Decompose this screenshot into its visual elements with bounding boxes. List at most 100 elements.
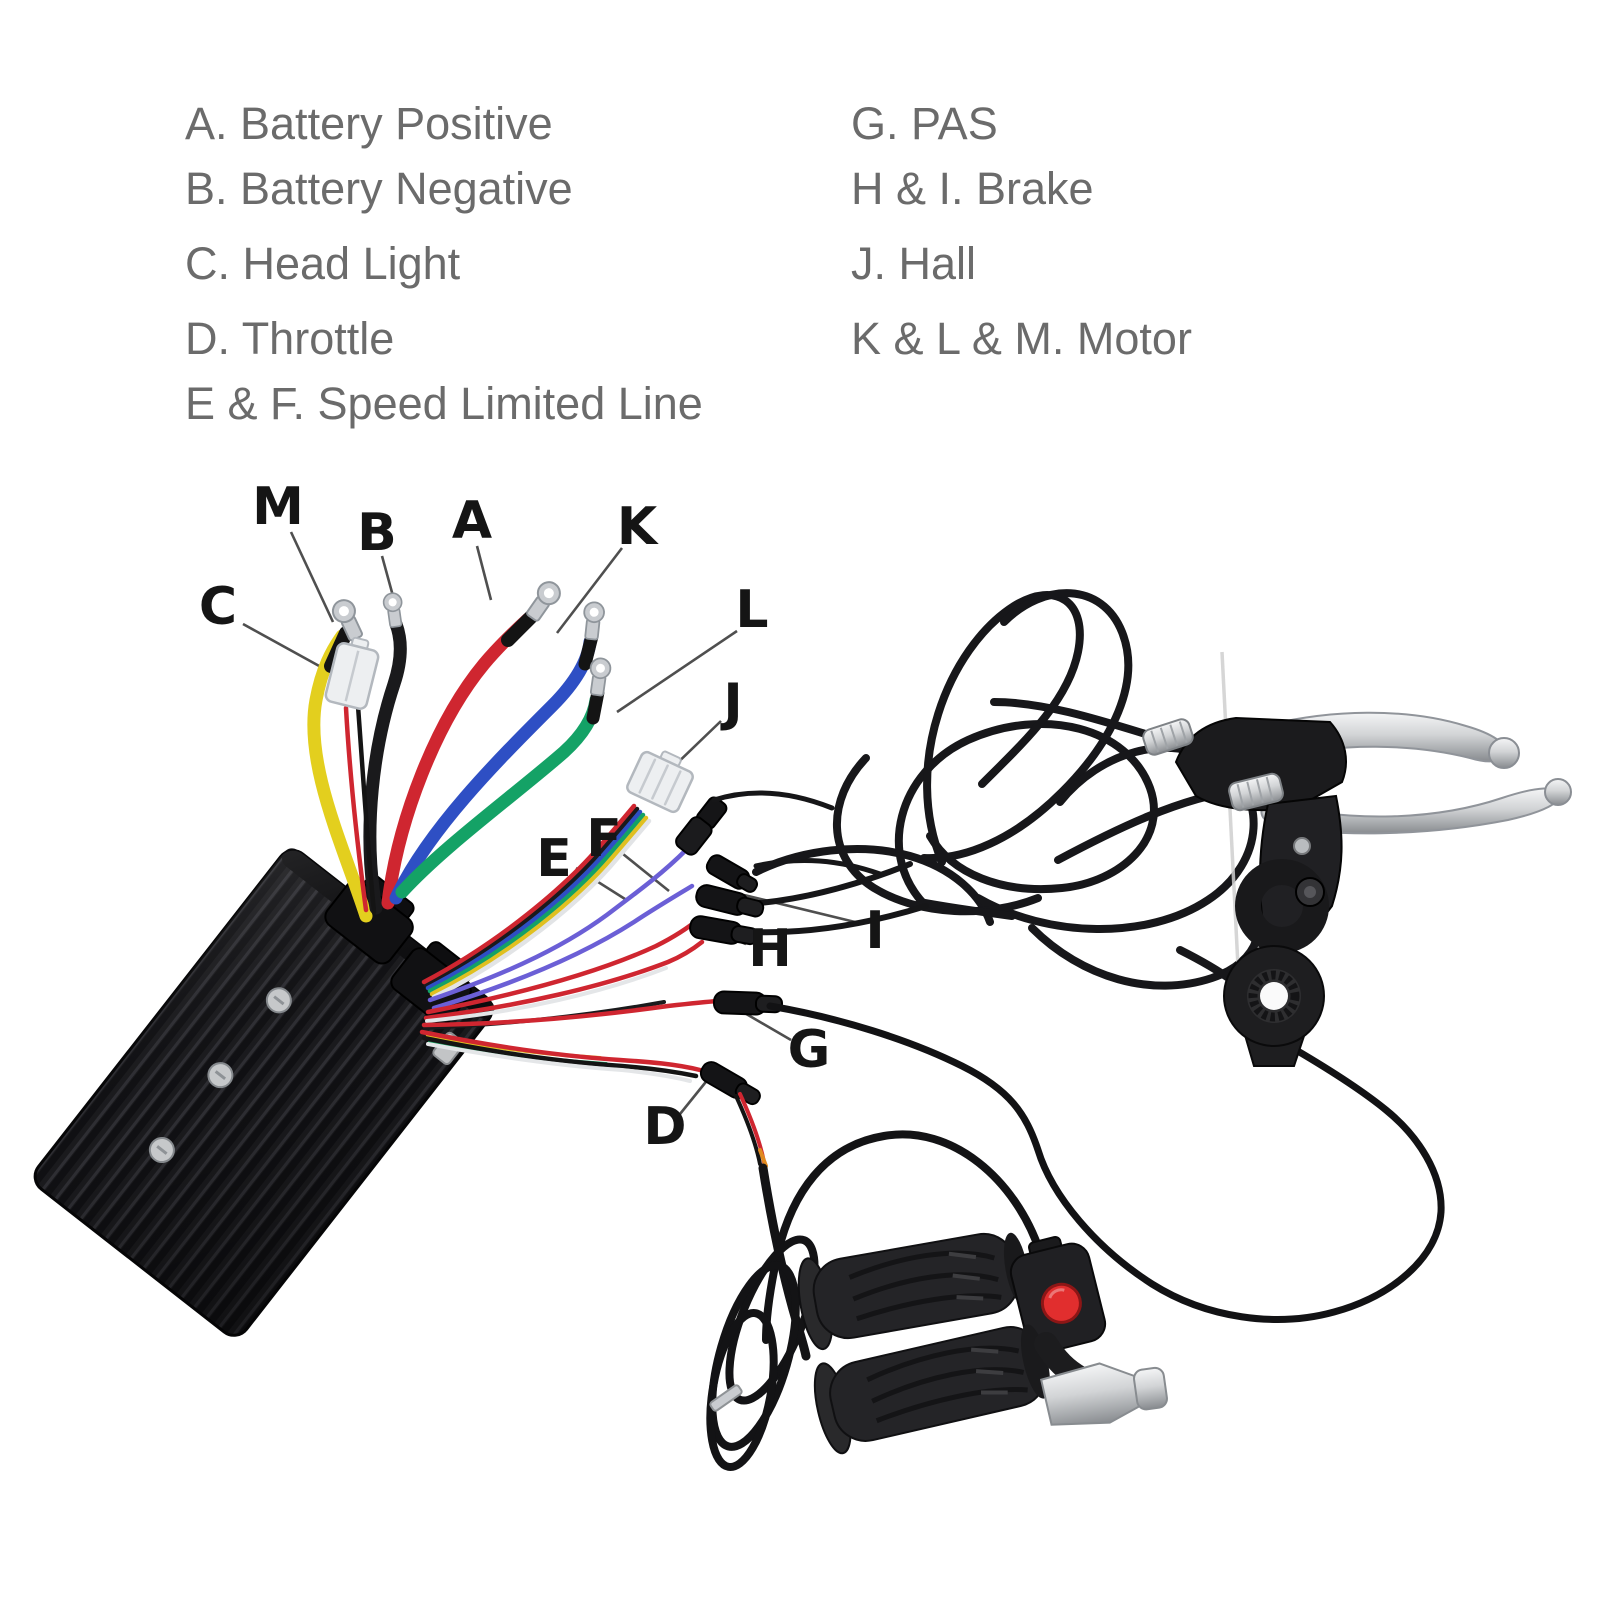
wire-label-b: B: [357, 503, 397, 563]
leader-line-i: [743, 893, 856, 924]
wire-g-red: [421, 998, 721, 1028]
throttle-cabling: [706, 1092, 1044, 1471]
wire-label-m: M: [252, 477, 304, 537]
legend-item-battery-positive: A. Battery Positive: [185, 98, 553, 149]
legend-item-pas: G. PAS: [851, 98, 998, 149]
legend-item-head-light: C. Head Light: [185, 238, 461, 289]
throttle-tail-black: [734, 1094, 762, 1166]
headlight-wire-black: [355, 703, 377, 915]
grip-grooves: [866, 1345, 1028, 1424]
head-light-connector-c: [324, 636, 380, 915]
wire-label-h: H: [748, 919, 792, 979]
wire-d-black: [421, 1035, 699, 1079]
brake-cable-tangle: [749, 589, 1266, 1014]
throttle-grip-lower: [813, 1324, 1050, 1455]
headlight-wire-red: [343, 705, 369, 913]
legend-item-battery-negative: B. Battery Negative: [185, 163, 573, 214]
pas-sensor-teeth: [1248, 970, 1300, 1022]
wire-label-e: E: [536, 829, 572, 889]
pas-cable: [766, 1002, 1445, 1323]
brake-wire-from-h: [749, 903, 929, 936]
brake-cable-loop: [894, 719, 1158, 910]
leader-line-a: [475, 545, 493, 601]
wire-a-heatshrink: [501, 607, 541, 647]
ring-terminal-b: [381, 591, 406, 629]
wire-label-a: A: [452, 491, 492, 551]
wire-label-k: K: [617, 497, 659, 557]
feed-wires: [419, 915, 721, 1083]
leader-line-l: [616, 629, 738, 714]
grip-chevrons: [970, 1347, 1008, 1395]
brake-cable-loop: [920, 589, 1133, 863]
brake-lever-assembly: [1142, 711, 1572, 953]
speed-limit-wires: [427, 790, 883, 1011]
throttle-tail-orange: [758, 1148, 768, 1168]
lever-ball-end-upper: [1488, 737, 1520, 769]
controller-shading: [35, 850, 492, 1336]
throttle-red-button: [1040, 1282, 1082, 1324]
grip-grooves: [848, 1250, 1002, 1322]
leader-line-c: [242, 622, 322, 669]
wire-k-heatshrink: [578, 629, 599, 671]
throttle-arc-cable: [762, 1130, 1044, 1344]
button-highlight: [1048, 1288, 1065, 1299]
wire-label-f: F: [586, 809, 622, 869]
throttle-switch-housing: [1009, 1235, 1107, 1354]
motor-controller-box: [33, 848, 495, 1337]
hall-wire-green: [427, 812, 646, 994]
pas-sensor-hole: [1260, 982, 1288, 1010]
hall-wire-black: [423, 806, 640, 988]
leader-line-k: [555, 547, 624, 634]
leader-line-d: [678, 1077, 711, 1115]
brake-wire-from-i: [757, 861, 913, 906]
handlebar-clamp-ring: [1235, 859, 1329, 953]
lever-ball-end-lower: [1544, 778, 1572, 806]
connector-pins: [638, 758, 682, 806]
leader-line-f: [617, 848, 670, 893]
wire-f-violet: [431, 883, 695, 1011]
brake-cable-branch: [916, 898, 1016, 920]
throttle-cable-coil: [706, 1235, 819, 1471]
legend-item-motor: K & L & M. Motor: [851, 313, 1192, 364]
legend-item-throttle: D. Throttle: [185, 313, 395, 364]
hall-wire-red: [421, 803, 637, 985]
legend-item-speed-limited-line: E & F. Speed Limited Line: [185, 378, 703, 429]
throttle-assembly: [797, 1232, 1168, 1455]
screw-slots: [156, 995, 285, 1155]
throttle-sheath: [758, 1163, 811, 1361]
barrel-adjuster-2: [1228, 772, 1284, 812]
speed-limit-connector-f: [705, 854, 759, 893]
hall-wire-white: [431, 818, 652, 1000]
clamp-bolt-socket: [1304, 886, 1316, 898]
wire-d-red: [419, 1029, 703, 1073]
coil-connector-tip: [709, 1384, 743, 1412]
wire-label-j: J: [720, 673, 742, 733]
wire-label-d: D: [643, 1097, 686, 1157]
wire-label-l: L: [735, 580, 768, 640]
wire-l-heatshrink: [586, 685, 605, 725]
pas-sensor: [1223, 945, 1325, 1067]
brake-lever-bracket: [1174, 716, 1347, 812]
wire-d-white: [426, 1042, 692, 1083]
wire-label-g: G: [788, 1020, 831, 1080]
inline-connectors: [687, 882, 784, 1110]
wire-label-c: C: [199, 577, 237, 637]
hall-connector-j: [626, 750, 694, 814]
legend-item-brake: H & I. Brake: [851, 163, 1094, 214]
controller-screws: [148, 987, 292, 1164]
wire-i-red: [425, 915, 703, 1015]
wire-label-i: I: [865, 901, 884, 961]
pivot-bolt: [1293, 837, 1311, 855]
leader-line-m: [289, 531, 335, 623]
wire-h-red: [423, 939, 705, 1021]
wire-e-violet: [427, 847, 689, 1003]
barrel-adjuster-1: [1142, 718, 1194, 756]
cable-tie: [1220, 651, 1242, 1007]
hall-wire-blue: [425, 809, 643, 991]
brake-cable-to-adjuster-1: [990, 698, 1156, 740]
brake-cable-loop: [752, 845, 994, 926]
legend-item-hall: J. Hall: [851, 238, 977, 289]
grip-chevrons: [948, 1251, 984, 1301]
